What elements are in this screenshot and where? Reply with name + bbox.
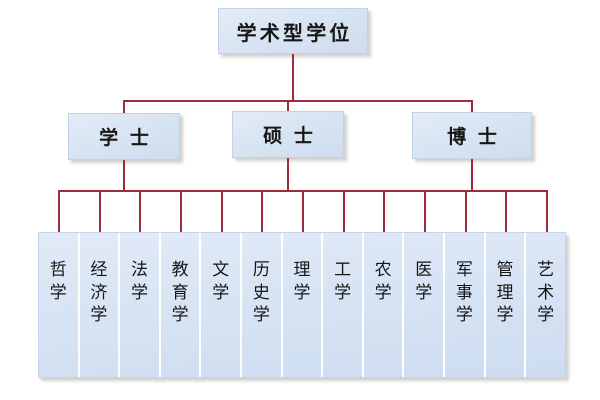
discipline-cell-science[interactable]: 理学 — [283, 233, 324, 377]
discipline-char: 史 — [252, 282, 270, 303]
discipline-char: 教 — [171, 260, 189, 280]
discipline-char: 理 — [496, 282, 514, 303]
discipline-cell-medicine[interactable]: 医学 — [404, 233, 446, 377]
node-degree-doctor[interactable]: 博士 — [412, 112, 532, 159]
discipline-cell-philosophy[interactable]: 哲学 — [39, 233, 80, 377]
connector-level2-bus — [123, 100, 472, 102]
connector-drop-discipline-7 — [302, 190, 304, 232]
discipline-char: 学 — [334, 282, 352, 303]
node-master-label: 硕士 — [263, 125, 325, 147]
discipline-cell-law[interactable]: 法学 — [120, 233, 161, 377]
connector-drop-doctor — [471, 100, 473, 113]
discipline-char: 文 — [212, 260, 230, 280]
node-degree-bachelor[interactable]: 学士 — [68, 113, 180, 160]
discipline-char: 学 — [252, 305, 270, 326]
discipline-char: 医 — [415, 260, 433, 280]
discipline-cell-agriculture[interactable]: 农学 — [364, 233, 405, 377]
discipline-cell-engineering[interactable]: 工学 — [323, 233, 364, 377]
connector-drop-discipline-10 — [424, 190, 426, 232]
discipline-cell-military-science[interactable]: 军事学 — [445, 233, 486, 377]
connector-drop-discipline-12 — [505, 190, 507, 232]
connector-drop-bachelor — [123, 100, 125, 114]
discipline-strip: 哲学 经济学 法学 教育学 文学 历史学 理学 工学 农学 医学 军事学 管理学… — [38, 232, 566, 378]
connector-stem-master — [287, 158, 289, 191]
discipline-char: 学 — [374, 282, 392, 303]
connector-drop-master — [287, 100, 289, 112]
connector-drop-discipline-13 — [546, 190, 548, 232]
node-bachelor-label: 学士 — [99, 127, 161, 149]
node-degree-master[interactable]: 硕士 — [232, 111, 344, 158]
discipline-char: 哲 — [49, 260, 67, 280]
connector-drop-discipline-1 — [58, 190, 60, 232]
connector-drop-discipline-8 — [343, 190, 345, 232]
node-root-label: 学术型学位 — [236, 20, 353, 45]
connector-drop-discipline-3 — [139, 190, 141, 232]
discipline-char: 艺 — [537, 260, 555, 280]
connector-drop-discipline-2 — [99, 190, 101, 232]
connector-drop-discipline-9 — [383, 190, 385, 232]
discipline-char: 学 — [293, 282, 311, 303]
connector-root-stem — [292, 54, 294, 102]
discipline-char: 工 — [334, 260, 352, 280]
discipline-cell-literature[interactable]: 文学 — [201, 233, 243, 377]
discipline-char: 济 — [90, 282, 108, 303]
discipline-char: 学 — [496, 305, 514, 326]
discipline-char: 管 — [496, 260, 514, 280]
discipline-char: 学 — [90, 305, 108, 326]
discipline-char: 法 — [131, 260, 149, 280]
discipline-char: 农 — [374, 260, 392, 280]
discipline-char: 学 — [171, 305, 189, 326]
discipline-cell-economics[interactable]: 经济学 — [80, 233, 121, 377]
connector-stem-bachelor — [123, 160, 125, 191]
discipline-cell-arts[interactable]: 艺术学 — [526, 233, 565, 377]
connector-drop-discipline-5 — [221, 190, 223, 232]
discipline-char: 历 — [252, 260, 270, 280]
discipline-char: 经 — [90, 260, 108, 280]
discipline-char: 学 — [415, 282, 433, 303]
discipline-char: 育 — [171, 282, 189, 303]
connector-drop-discipline-11 — [465, 190, 467, 232]
discipline-cell-history[interactable]: 历史学 — [242, 233, 283, 377]
node-doctor-label: 博士 — [447, 126, 509, 148]
discipline-char: 学 — [537, 305, 555, 326]
connector-drop-discipline-6 — [261, 190, 263, 232]
discipline-char: 理 — [293, 260, 311, 280]
discipline-char: 学 — [455, 305, 473, 326]
discipline-char: 军 — [455, 260, 473, 280]
discipline-char: 事 — [455, 282, 473, 303]
discipline-cell-education[interactable]: 教育学 — [161, 233, 202, 377]
connector-drop-discipline-4 — [180, 190, 182, 232]
discipline-cell-management[interactable]: 管理学 — [486, 233, 527, 377]
connector-stem-doctor — [471, 159, 473, 191]
discipline-char: 学 — [212, 282, 230, 303]
discipline-char: 学 — [131, 282, 149, 303]
node-academic-degree-root[interactable]: 学术型学位 — [218, 8, 368, 54]
discipline-char: 学 — [49, 282, 67, 303]
discipline-char: 术 — [537, 282, 555, 303]
